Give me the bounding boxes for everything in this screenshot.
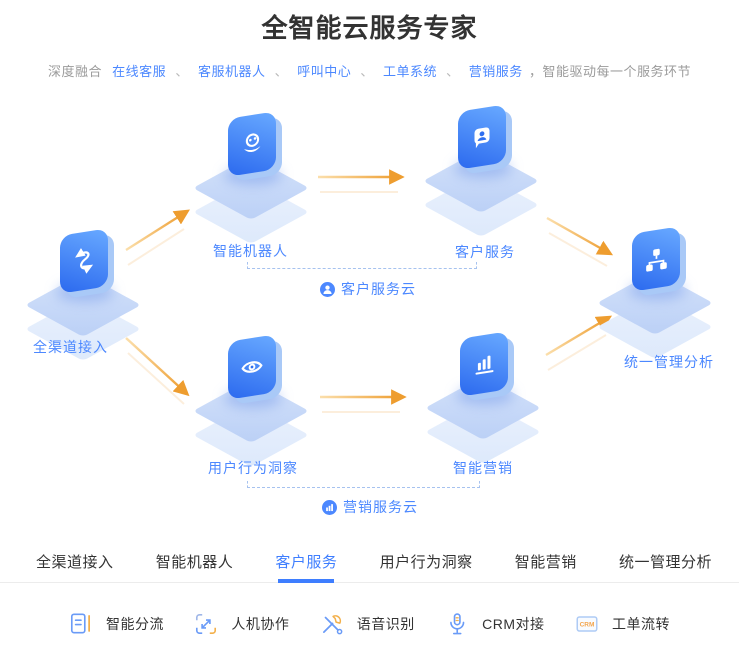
subtitle-separator: 、 [446, 64, 460, 79]
feature-label: CRM对接 [482, 616, 545, 632]
feature-label: 人机协作 [231, 616, 290, 632]
split-list-icon [68, 611, 94, 637]
page-title: 全智能云服务专家 [261, 13, 478, 43]
tab-robot[interactable]: 智能机器人 [155, 554, 234, 571]
node-label-customer-service: 客户服务 [455, 244, 515, 260]
feature-label: 工单流转 [611, 616, 670, 632]
robot-icon [228, 111, 276, 177]
marketing-service-cloud-tag: 营销服务云 [322, 497, 418, 517]
svg-text:CRM: CRM [580, 621, 595, 628]
bar-chart-icon [460, 331, 508, 397]
node-label-unified-analysis: 统一管理分析 [624, 354, 714, 370]
feature-crm-connect: CRM对接 [444, 603, 544, 645]
shuffle-icon [60, 228, 108, 294]
node-label-smart-marketing: 智能营销 [453, 460, 513, 476]
subtitle-separator: 、 [360, 64, 374, 79]
expand-arrows-icon [193, 611, 219, 637]
node-label-robot: 智能机器人 [213, 243, 288, 259]
person-circle-icon [320, 281, 335, 297]
link-call-center[interactable]: 呼叫中心 [297, 64, 352, 79]
subtitle-suffix: ，智能驱动每一个服务环节 [528, 64, 691, 79]
link-marketing-service[interactable]: 营销服务 [468, 64, 523, 79]
subtitle-prefix: 深度融合 [48, 64, 103, 79]
node-unified-analysis [597, 226, 714, 365]
feature-ticket-flow: CRM 工单流转 [574, 603, 670, 645]
node-behavior-insight [193, 334, 310, 473]
feature-label: 语音识别 [356, 616, 415, 632]
node-label-omni-access: 全渠道接入 [33, 339, 108, 355]
node-smart-marketing [425, 331, 542, 470]
feature-human-machine: 人机协作 [193, 603, 289, 645]
customer-service-cloud-tag: 客户服务云 [320, 279, 416, 299]
node-label-behavior-insight: 用户行为洞察 [208, 460, 298, 476]
tab-customer-service[interactable]: 客户服务 [275, 541, 337, 583]
tab-omni-access[interactable]: 全渠道接入 [36, 554, 114, 571]
node-customer-service [423, 104, 540, 243]
feature-smart-routing: 智能分流 [68, 603, 164, 645]
feature-label: 智能分流 [106, 616, 164, 632]
tab-behavior-insight[interactable]: 用户行为洞察 [379, 554, 473, 571]
sitemap-icon [632, 226, 680, 292]
link-service-robot[interactable]: 客服机器人 [197, 64, 266, 79]
bracket-marketing-service-cloud [247, 481, 480, 488]
service-flow-diagram: 全渠道接入 智能机器人 [0, 95, 739, 540]
tab-smart-marketing[interactable]: 智能营销 [514, 554, 577, 571]
bracket-customer-service-cloud [247, 262, 477, 269]
subtitle-separator: 、 [274, 64, 289, 79]
tab-bar: 全渠道接入 智能机器人 客户服务 用户行为洞察 智能营销 统一管理分析 [0, 541, 739, 583]
tab-unified-analysis[interactable]: 统一管理分析 [618, 554, 712, 571]
microphone-icon [444, 611, 470, 637]
cloud-tag-label: 营销服务云 [343, 499, 418, 515]
link-ticket-system[interactable]: 工单系统 [383, 64, 438, 79]
eye-icon [228, 334, 276, 400]
feature-bar: 智能分流 人机协作 [0, 603, 739, 645]
feature-speech-recognition: 语音识别 [319, 603, 415, 645]
node-robot [193, 111, 310, 250]
node-omni-access [25, 228, 142, 367]
cloud-tag-label: 客户服务云 [341, 281, 416, 297]
chart-circle-icon [322, 499, 337, 515]
person-chat-icon [458, 104, 506, 170]
link-online-service[interactable]: 在线客服 [112, 64, 167, 79]
tools-icon [319, 611, 345, 637]
subtitle-separator: 、 [175, 64, 189, 79]
crm-badge-icon: CRM [574, 611, 600, 637]
page-subtitle: 深度融合 在线客服 、 客服机器人 、 呼叫中心 、 工单系统 、 营销服务 ，… [0, 61, 739, 80]
